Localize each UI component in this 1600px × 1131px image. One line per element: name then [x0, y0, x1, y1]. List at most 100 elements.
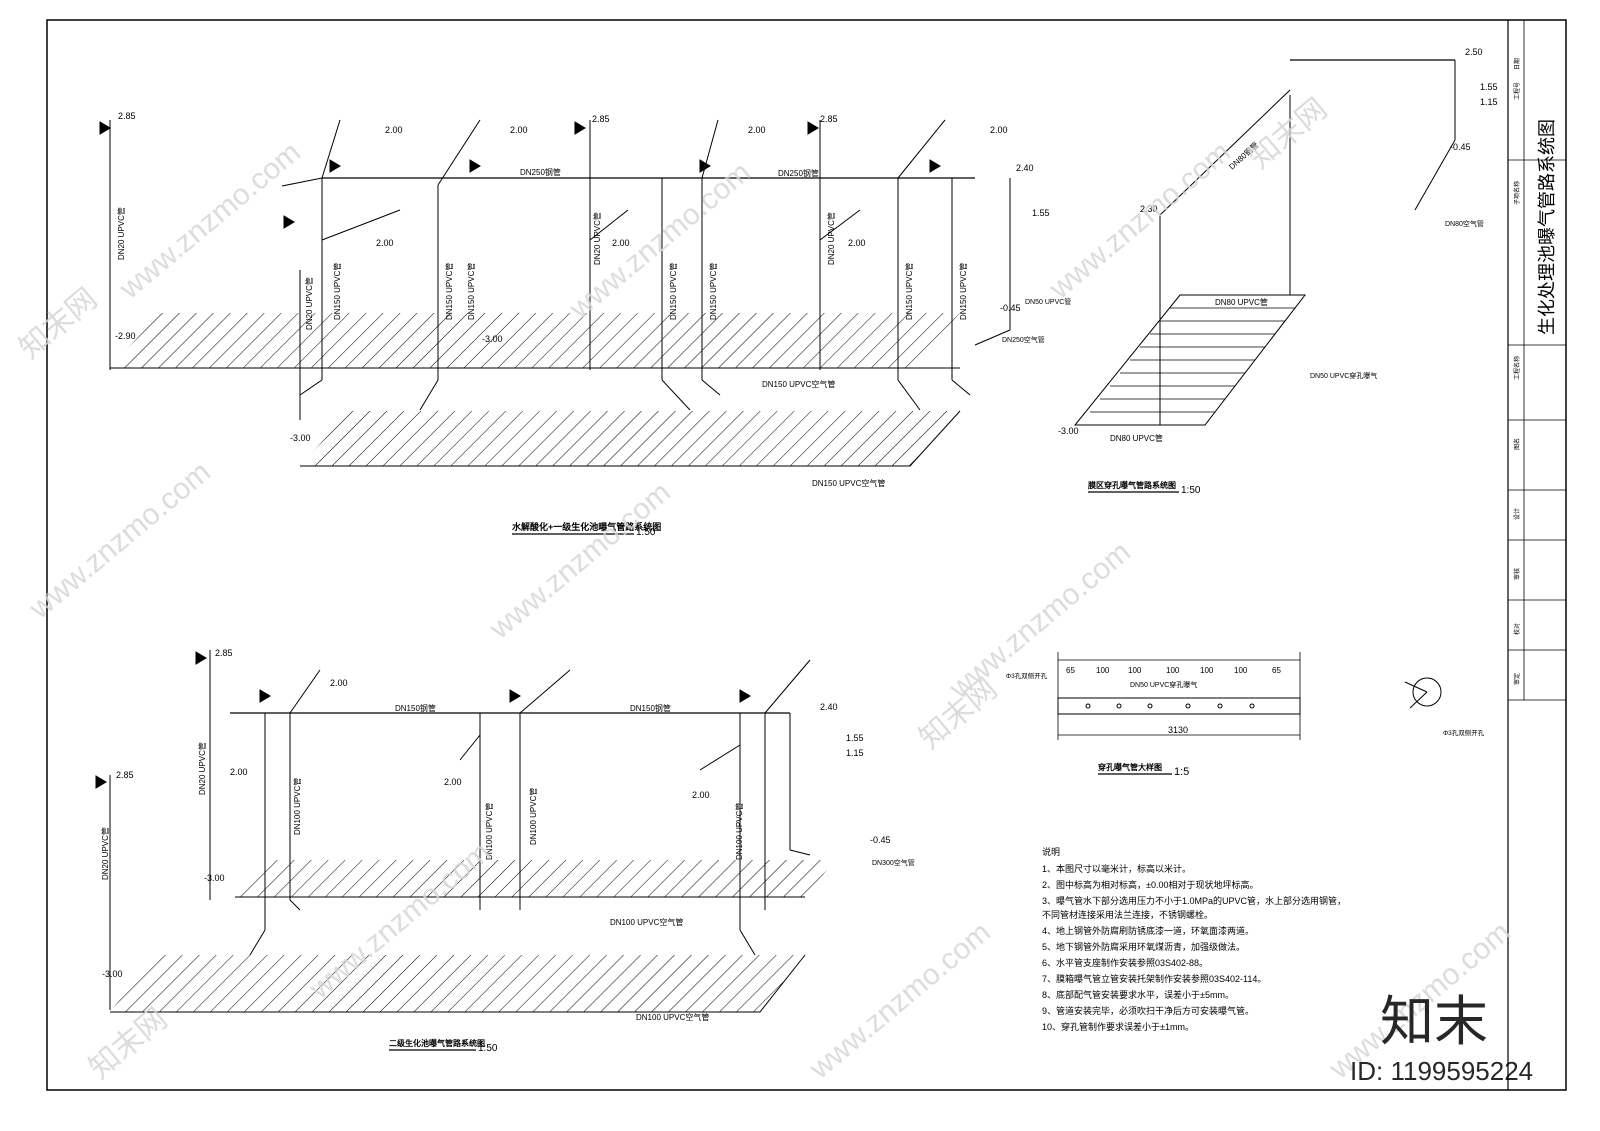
elev-2-85-e: 2.85 [116, 770, 134, 780]
label-dn150-upvc-3: DN150 UPVC管 [466, 263, 476, 320]
detail-hole-label: Φ3孔双侧开孔 [1006, 671, 1048, 680]
tank-floor-hatch-lower [300, 411, 960, 466]
view-membrane-isometric: DN80钢管 DN80 UPVC管 DN80 UPVC管 DN50 UPVC穿孔… [1058, 47, 1498, 496]
elev-neg-3-00-e: -3.00 [102, 969, 123, 979]
label-dn100-upvc-4: DN100 UPVC管 [734, 803, 744, 860]
elev-2-85-a: 2.85 [118, 111, 136, 121]
note-1: 1、本图尺寸以毫米计，标高以米计。 [1042, 863, 1191, 874]
watermark-brand-2: 知末网 [1243, 92, 1333, 175]
note-5: 5、地下钢管外防腐采用环氧煤沥青，加强级做法。 [1042, 941, 1245, 952]
notes-heading: 说明 [1042, 846, 1060, 857]
view-title-membrane: 膜区穿孔曝气管路系统图 [1088, 480, 1176, 490]
watermark-site-4: www.znzmo.com [23, 455, 217, 626]
tank-floor-hatch-upper-2 [235, 860, 835, 897]
elev-neg-3-00-b: -3.00 [290, 433, 311, 443]
elev-2-00-j: 2.00 [444, 777, 462, 787]
title-row-subitem: 子项名称 [1513, 181, 1521, 205]
label-dn250-steel-1: DN250钢管 [520, 167, 561, 177]
watermark-brand-4: 知末网 [83, 1002, 173, 1085]
detail-dim-1: 65 [1066, 666, 1075, 675]
label-dn50-upvc-air: DN50 UPVC穿孔曝气 [1310, 371, 1377, 380]
watermark-layer: www.znzmo.com www.znzmo.com www.znzmo.co… [13, 92, 1533, 1086]
view-second-stage-isometric: DN150钢管 DN150钢管 DN100 UPVC空气管 DN100 UPVC… [95, 648, 915, 1054]
tank-floor-hatch-upper [110, 313, 960, 368]
note-6: 6、水平管支座制作安装参照03S402-88。 [1042, 957, 1208, 968]
elev-neg-2-90: -2.90 [115, 331, 136, 341]
view-hydrolysis-isometric: DN250钢管 DN250钢管 DN150 UPVC空气管 DN150 UPVC… [99, 111, 1071, 538]
label-dn150-upvc-air-2: DN150 UPVC空气管 [812, 478, 885, 488]
title-row-date: 日期 [1513, 58, 1521, 70]
elev-2-00-h: 2.00 [330, 678, 348, 688]
title-row-project-no: 工程号 [1513, 82, 1521, 100]
note-3b: 不同管材连接采用法兰连接，不锈钢螺栓。 [1042, 909, 1213, 920]
title-row-project-name: 工程名称 [1513, 356, 1521, 380]
view-title-hydrolysis: 水解酸化+一级生化池曝气管路系统图 [512, 521, 661, 532]
note-8: 8、底部配气管安装要求水平，误差小于±5mm。 [1042, 989, 1234, 1000]
label-dn150-upvc-7: DN150 UPVC管 [958, 263, 968, 320]
perforated-pipe-body [1057, 697, 1301, 715]
elev-neg-3-00-c: -3.00 [1058, 426, 1079, 436]
label-dn150-upvc-2: DN150 UPVC管 [444, 263, 454, 320]
tank-floor-hatch-lower-2 [110, 955, 805, 1012]
label-dn80-air: DN80空气管 [1445, 219, 1484, 228]
view-scale-second-stage: 1:50 [478, 1043, 498, 1054]
detail-dim-5: 100 [1200, 666, 1214, 675]
membrane-perforated-grid [1073, 294, 1307, 426]
elev-neg-3-00-d: -3.00 [204, 873, 225, 883]
section-hole-label: Φ3孔双侧开孔 [1443, 728, 1485, 737]
view-scale-perforated-detail: 1:5 [1174, 766, 1189, 778]
perforation-holes [1085, 703, 1255, 709]
title-row-approve: 审定 [1513, 673, 1521, 685]
label-dn100-upvc-air-2: DN100 UPVC空气管 [636, 1012, 709, 1022]
elev-2-85-d: 2.85 [215, 648, 233, 658]
valve-symbols [99, 121, 941, 229]
note-4: 4、地上钢管外防腐刷防锈底漆一道，环氧面漆两道。 [1042, 925, 1254, 936]
watermark-site-1: www.znzmo.com [113, 135, 307, 306]
detail-dim-7: 65 [1272, 666, 1281, 675]
note-10: 10、穿孔管制作要求误差小于±1mm。 [1042, 1021, 1194, 1032]
label-dn100-upvc-3: DN100 UPVC管 [528, 788, 538, 845]
elev-2-50: 2.50 [1465, 47, 1483, 57]
detail-total-length: 3130 [1168, 725, 1188, 735]
elev-2-00-c: 2.00 [748, 125, 766, 135]
elev-neg-0-45-b: -0.45 [1450, 142, 1471, 152]
label-dn80-upvc-1: DN80 UPVC管 [1215, 297, 1268, 307]
label-dn50-upvc: DN50 UPVC管 [1025, 297, 1071, 306]
title-block: 工程号 日期 子项名称 工程名称 图名 设计 审核 校对 审定 生化处理池曝气管… [1507, 20, 1566, 1090]
label-dn100-upvc-1: DN100 UPVC管 [292, 778, 302, 835]
watermark-site-3: www.znzmo.com [1043, 135, 1237, 306]
label-dn150-upvc-5: DN150 UPVC管 [708, 263, 718, 320]
title-row-drawing-name: 图名 [1513, 438, 1521, 450]
elev-2-85-b: 2.85 [592, 114, 610, 124]
view-title-perforated-detail: 穿孔曝气管大样图 [1098, 762, 1162, 772]
label-dn20-upvc-4: DN20 UPVC管 [826, 212, 836, 265]
note-3: 3、曝气管水下部分选用压力不小于1.0MPa的UPVC管，水上部分选用钢管， [1042, 895, 1346, 906]
detail-pipe-label: DN50 UPVC穿孔曝气 [1130, 680, 1197, 689]
label-dn20-upvc-2: DN20 UPVC管 [304, 277, 314, 330]
elev-2-00-a: 2.00 [385, 125, 403, 135]
label-dn150-steel-2: DN150钢管 [630, 703, 671, 713]
label-dn80-upvc-2: DN80 UPVC管 [1110, 433, 1163, 443]
elev-2-40-b: 2.40 [820, 702, 838, 712]
elev-neg-3-00-a: -3.00 [482, 334, 503, 344]
elev-1-15-c: 1.15 [846, 748, 864, 758]
label-dn100-upvc-air-1: DN100 UPVC空气管 [610, 917, 683, 927]
elev-2-00-d: 2.00 [990, 125, 1008, 135]
label-dn300-air: DN300空气管 [872, 858, 915, 867]
label-dn150-steel-1: DN150钢管 [395, 703, 436, 713]
elev-2-00-k: 2.00 [692, 790, 710, 800]
label-dn150-upvc-air-1: DN150 UPVC空气管 [762, 379, 835, 389]
view-perforated-detail: 65 100 100 100 100 100 65 3130 DN50 UPVC… [1006, 652, 1485, 778]
watermark-brand-1: 知末网 [13, 282, 103, 365]
elev-1-55-a: 1.55 [1032, 208, 1050, 218]
watermark-site-2: www.znzmo.com [563, 155, 757, 326]
elev-1-15-b: 1.15 [1480, 97, 1498, 107]
label-dn150-upvc-4: DN150 UPVC管 [668, 263, 678, 320]
note-2: 2、图中标高为相对标高，±0.00相对于现状地坪标高。 [1042, 879, 1258, 890]
label-dn250-steel-2: DN250钢管 [778, 168, 819, 178]
elev-2-40-a: 2.40 [1016, 163, 1034, 173]
elev-1-55-c: 1.55 [846, 733, 864, 743]
drawing-title: 生化处理池曝气管路系统图 [1537, 119, 1557, 335]
label-dn250-air: DN250空气管 [1002, 335, 1045, 344]
